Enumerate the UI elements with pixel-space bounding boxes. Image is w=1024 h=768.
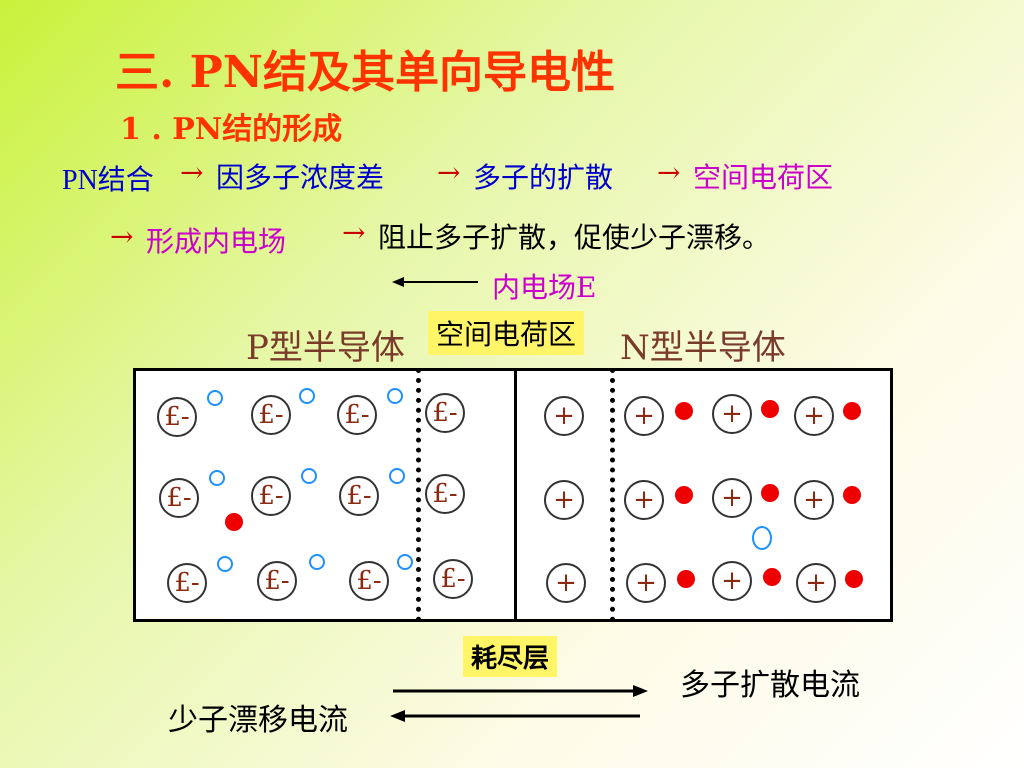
hole [387,388,403,404]
flow-arrow-4: → [110,220,134,253]
flow-item-drift: 阻止多子扩散，促使少子漂移。 [378,221,771,254]
acceptor-ion: £- [425,393,465,433]
electron [845,570,863,588]
hole [301,468,317,484]
p-type-label: P型半导体 [246,328,405,368]
donor-ion: + [624,480,664,520]
minority-electron [225,513,243,531]
diffusion-current-label: 多子扩散电流 [680,668,860,703]
junction-boundary [514,368,517,622]
electron [843,486,861,504]
donor-ion: + [626,563,666,603]
n-type-label: N型半导体 [620,328,786,368]
acceptor-ion: £- [257,561,297,601]
pn-junction-diagram [133,368,893,622]
flow-arrow-1: → [180,156,204,189]
minority-hole [752,526,772,550]
donor-ion: + [544,480,584,520]
donor-ion: + [712,394,752,434]
slide-subtitle: 1 . PN结的形成 [120,112,343,147]
diffusion-current-arrow [393,685,648,697]
electron [843,402,861,420]
acceptor-ion: £- [159,478,199,518]
hole [397,554,413,570]
acceptor-ion: £- [157,397,197,437]
flow-item-diffusion: 多子的扩散 [473,161,614,194]
acceptor-ion: £- [425,474,465,514]
flow-arrow-2: → [437,156,461,189]
hole [299,388,315,404]
flow-arrow-3: → [657,156,681,189]
internal-field-label: 内电场E [492,271,597,304]
flow-item-space-charge: 空间电荷区 [693,161,834,194]
drift-current-arrow [390,710,640,722]
hole [309,554,325,570]
depletion-gap-right [592,372,604,600]
electron [677,570,695,588]
flow-item-concentration-diff: 因多子浓度差 [216,161,385,194]
drift-current-label: 少子漂移电流 [168,703,348,738]
acceptor-ion: £- [337,395,377,435]
depletion-edge-right [610,368,615,622]
depletion-gap-left [470,514,510,618]
donor-ion: + [794,396,834,436]
donor-ion: + [796,563,836,603]
donor-ion: + [624,396,664,436]
electron [763,568,781,586]
acceptor-ion: £- [167,563,207,603]
electron [761,400,779,418]
flow-arrow-5: → [342,216,366,249]
hole [389,468,405,484]
flow-item-pn-junction: PN结合 [62,165,154,196]
acceptor-ion: £- [433,559,473,599]
donor-ion: + [794,480,834,520]
donor-ion: + [712,478,752,518]
hole [207,390,223,406]
donor-ion: + [712,561,752,601]
electron [675,402,693,420]
internal-field-arrow [392,277,478,287]
donor-ion: + [546,563,586,603]
depletion-edge-left [416,368,421,622]
acceptor-ion: £- [251,476,291,516]
hole [217,556,233,572]
slide-title: 三. PN结及其单向导电性 [115,47,615,98]
electron [675,486,693,504]
electron [761,484,779,502]
space-charge-region-label: 空间电荷区 [428,311,585,355]
acceptor-ion: £- [339,476,379,516]
hole [209,470,225,486]
depletion-layer-label: 耗尽层 [463,636,558,677]
acceptor-ion: £- [349,561,389,601]
acceptor-ion: £- [251,395,291,435]
donor-ion: + [544,396,584,436]
flow-item-internal-field: 形成内电场 [146,225,287,258]
